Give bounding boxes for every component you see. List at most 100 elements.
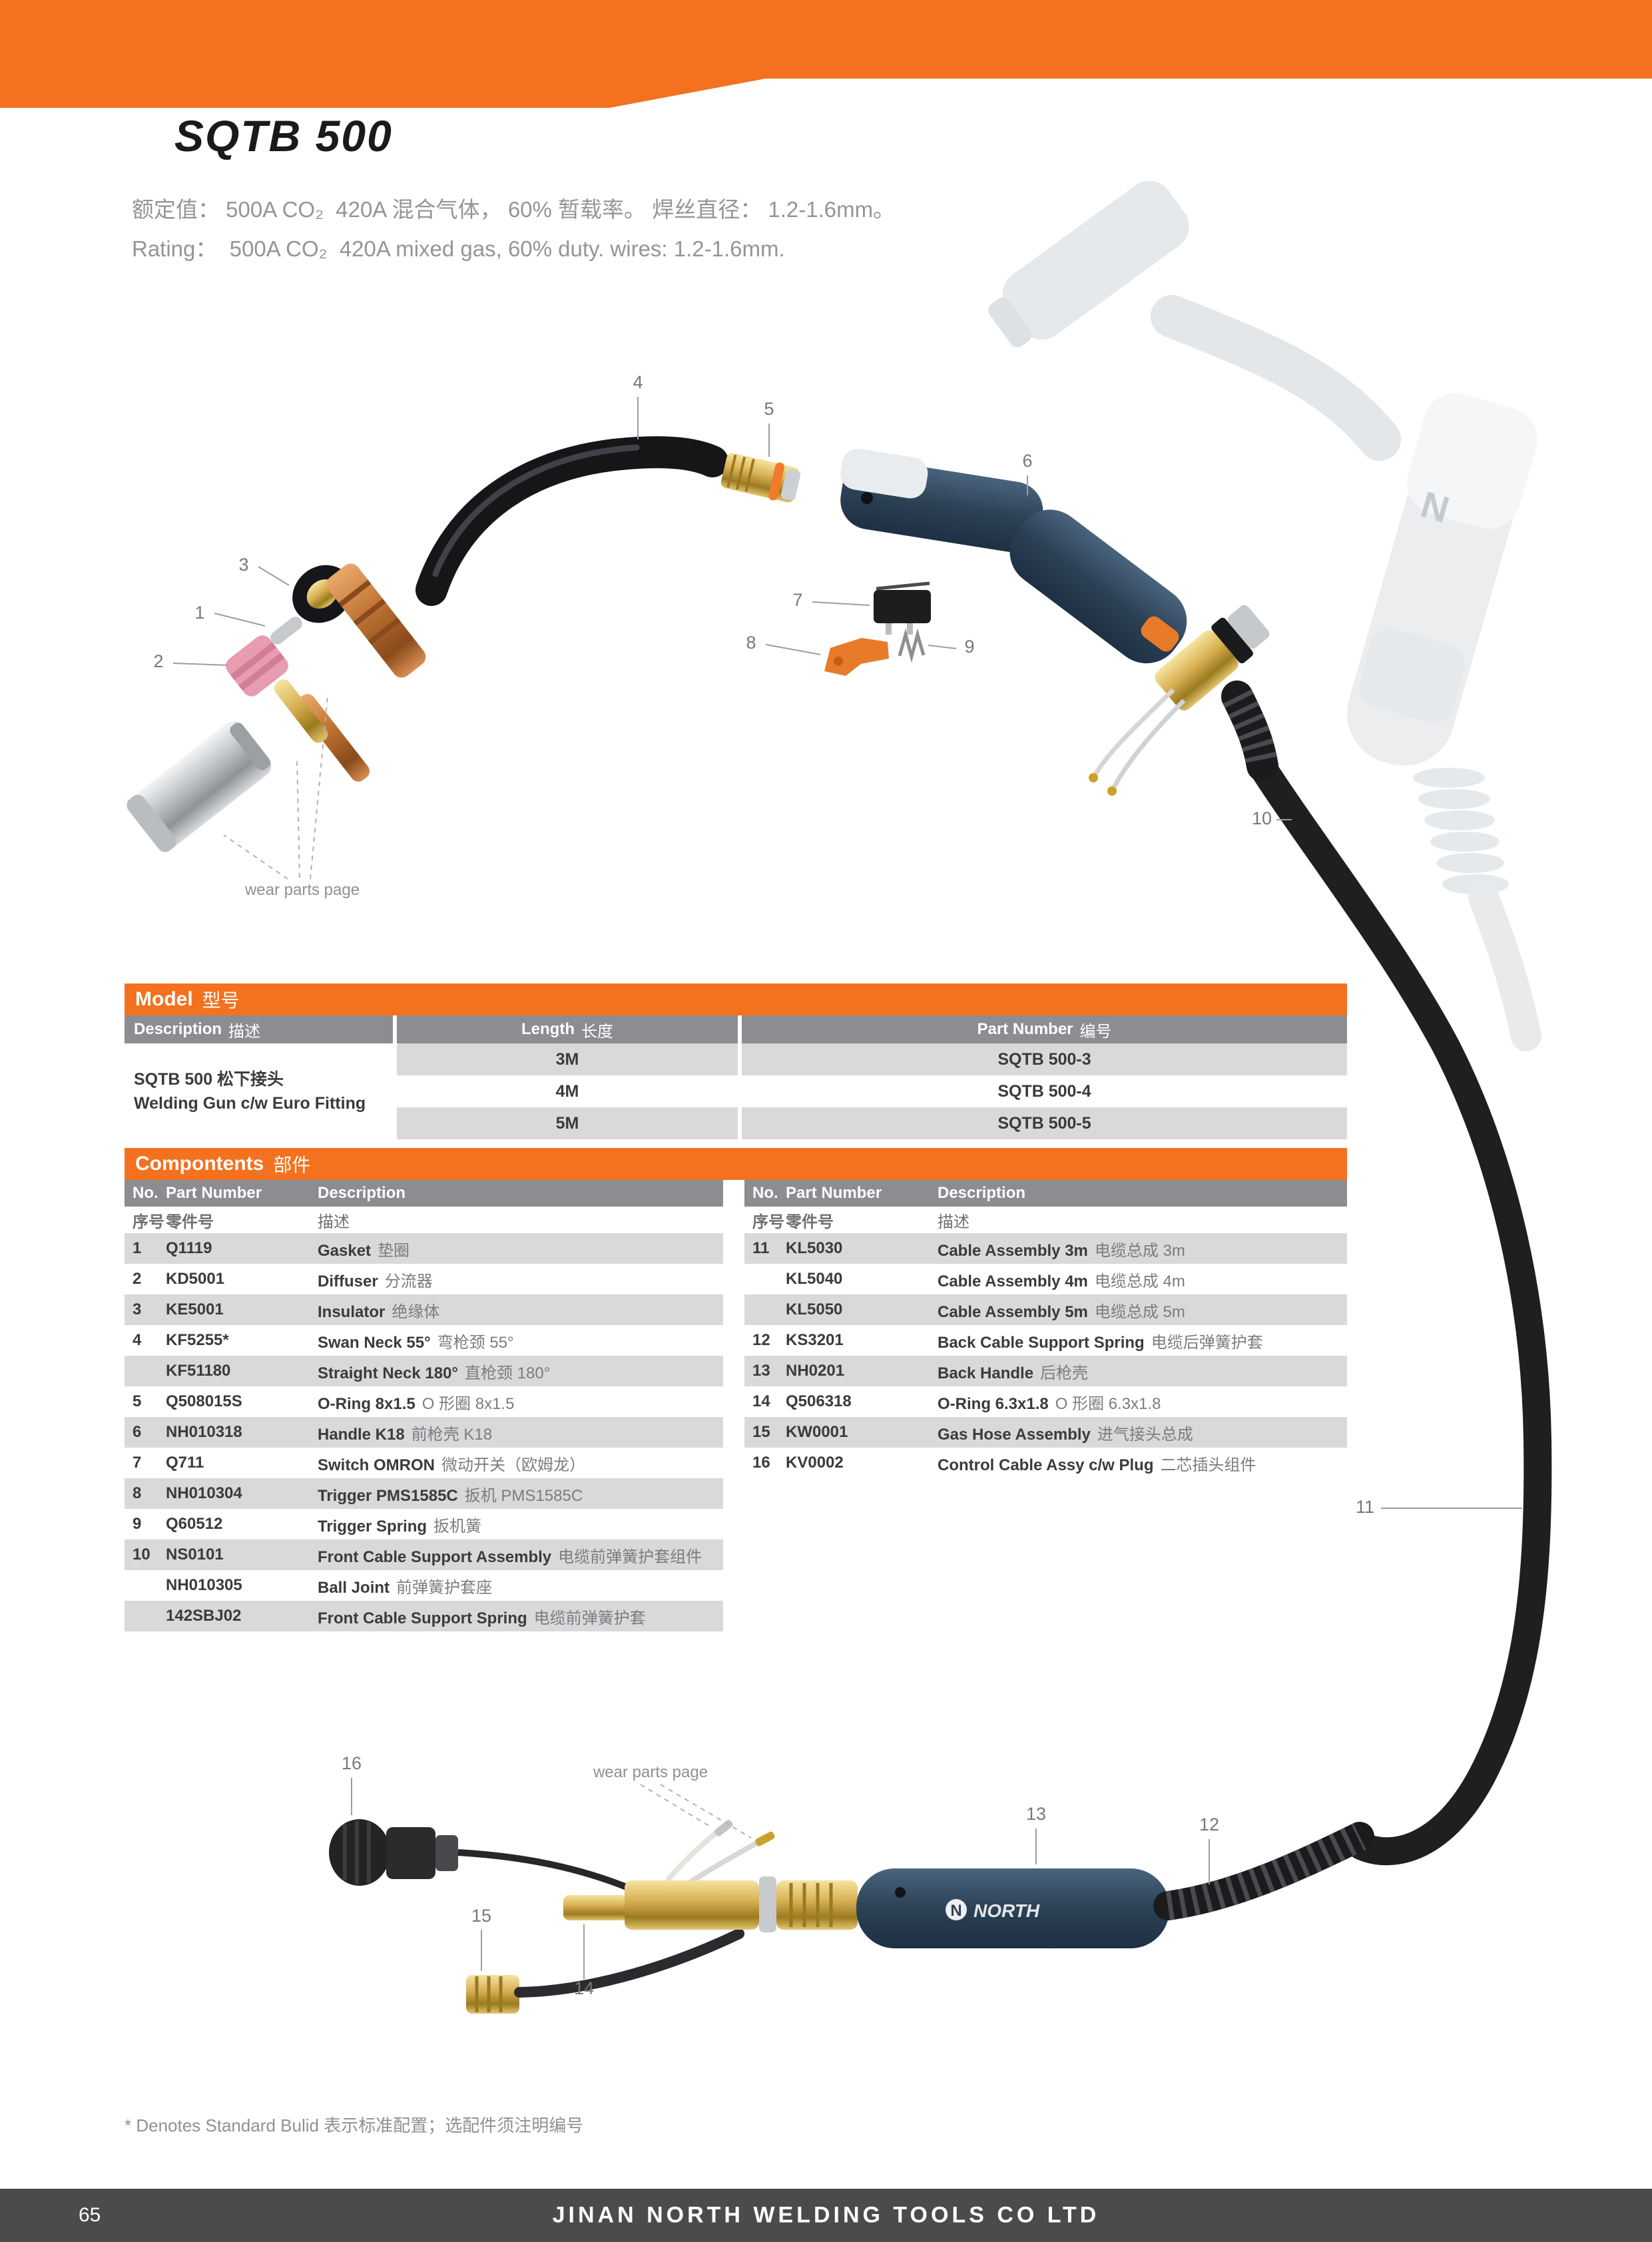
row-description: Straight Neck 180°直枪颈 180° [318, 1364, 551, 1382]
row-part-number: KD5001 [166, 1270, 225, 1288]
row-part-number: NH010304 [166, 1484, 242, 1502]
callout-12: 12 [1199, 1815, 1219, 1834]
model-length-cell: 5M [397, 1107, 738, 1139]
row-no: 9 [133, 1515, 142, 1533]
ghost-gun: N [988, 180, 1541, 1051]
exploded-front-parts [127, 436, 1270, 852]
gasket-part [270, 617, 302, 645]
row-no: 16 [752, 1454, 770, 1472]
row-no: 14 [752, 1392, 770, 1410]
control-plug-part [329, 1819, 458, 1886]
row-no: 8 [133, 1484, 142, 1502]
row-no: 15 [752, 1423, 770, 1441]
rating-line-en: Rating： 500A CO₂ 420A mixed gas, 60% dut… [132, 236, 785, 261]
row-part-number: Q508015S [166, 1392, 242, 1410]
row-part-number: Q60512 [166, 1515, 223, 1533]
page-footer: 65 JINAN NORTH WELDING TOOLS CO LTD [0, 2189, 1652, 2242]
handle-part [840, 448, 1187, 664]
components-table-header: Compontents 部件 [125, 1148, 1347, 1180]
row-part-number: Q711 [166, 1454, 204, 1472]
handle-logo: NORTH [973, 1900, 1040, 1921]
callout-10: 10 [1252, 808, 1272, 828]
components-header-row: No. Part Number Description [744, 1180, 1347, 1207]
diffuser-part [226, 635, 288, 697]
model-part-cell: SQTB 500-4 [742, 1075, 1347, 1107]
model-length-cell: 4M [397, 1075, 738, 1107]
callout-3: 3 [238, 555, 248, 575]
row-no: 4 [133, 1331, 142, 1349]
swan-neck-part [415, 436, 728, 606]
row-part-number: KV0002 [786, 1454, 844, 1472]
components-right-group: No. Part Number Description 序号 零件号 描述 11… [744, 1180, 1347, 1478]
model-description-line1: SQTB 500 松下接头 [134, 1070, 284, 1089]
switch-part [874, 581, 931, 635]
nozzle-part [127, 720, 272, 852]
gas-hose-part [466, 1928, 744, 2014]
model-length-cell: 3M [397, 1043, 738, 1075]
callout-1: 1 [194, 603, 204, 623]
back-assembly: N NORTH [329, 1819, 1374, 2014]
row-part-number: KF51180 [166, 1362, 231, 1380]
callout-9: 9 [964, 637, 974, 657]
row-part-number: 142SBJ02 [166, 1607, 242, 1625]
callout-2: 2 [153, 651, 163, 671]
row-no: 5 [133, 1392, 142, 1410]
callout-15: 15 [471, 1906, 491, 1926]
components-table: Compontents 部件 No. Part Number Descripti… [125, 1148, 1347, 1631]
row-no: 12 [752, 1331, 770, 1349]
callout-6: 6 [1022, 451, 1032, 471]
row-part-number: KW0001 [786, 1423, 848, 1441]
neck-connector-part [326, 563, 426, 678]
component-row: KF51180 Straight Neck 180°直枪颈 180° [125, 1356, 723, 1386]
callout-7: 7 [792, 590, 802, 610]
wear-parts-label-bottom: wear parts page [593, 1763, 708, 1781]
front-support-spring-part [1221, 681, 1278, 782]
row-no: 2 [133, 1270, 142, 1288]
model-part-cell: SQTB 500-5 [742, 1107, 1347, 1139]
row-part-number: NH010305 [166, 1576, 242, 1594]
row-part-number: Q506318 [786, 1392, 852, 1410]
callout-13: 13 [1026, 1804, 1046, 1824]
row-no: 11 [752, 1239, 770, 1257]
row-part-number: KS3201 [786, 1331, 844, 1349]
callout-11: 11 [1356, 1497, 1374, 1517]
model-part-cell: SQTB 500-3 [742, 1043, 1347, 1075]
page-number: 65 [79, 2204, 101, 2226]
model-description-line2: Welding Gun c/w Euro Fitting [134, 1094, 366, 1113]
page-title: SQTB 500 [174, 111, 393, 160]
back-handle-part: N NORTH [856, 1868, 1169, 1948]
rating-line-zh: 额定值： 500A CO₂ 420A 混合气体， 60% 暂载率。 焊丝直径： … [132, 197, 896, 222]
row-part-number: KL5040 [786, 1270, 843, 1288]
